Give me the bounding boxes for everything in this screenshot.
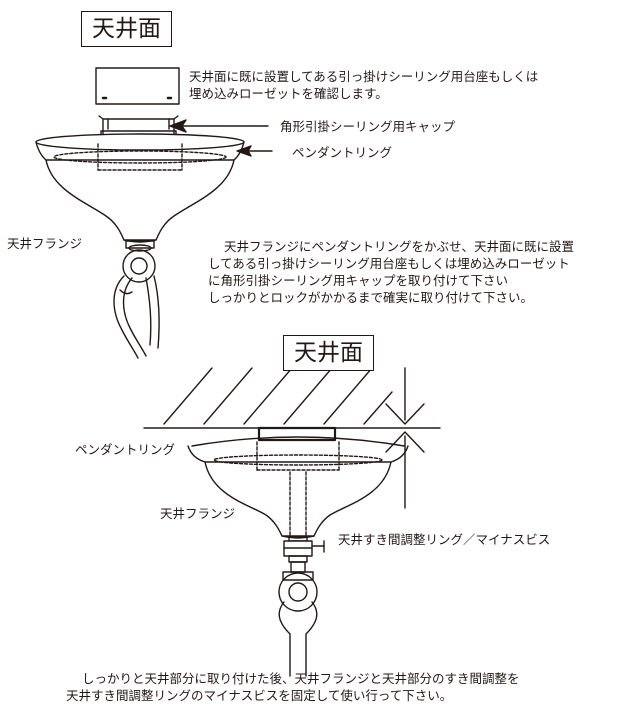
top-pointer-arrows: [169, 119, 273, 157]
instruction-line4: しっかりとロックがかかるまで確実に取り付けて下さい。: [208, 290, 534, 305]
label-ceiling-flange-bottom: 天井フランジ: [160, 506, 236, 521]
ceiling-surface: [143, 367, 441, 429]
label-pendant-ring-bottom: ペンダントリング: [75, 442, 176, 457]
gap-arrows: [385, 367, 425, 509]
bottom-pendant-ring: [187, 426, 409, 471]
top-ceiling-heading: 天井面: [81, 11, 172, 47]
instruction-line1: 天井フランジにペンダントリングをかぶせ、天井面に既に設置: [224, 239, 575, 254]
footer-line1: しっかりと天井部分に取り付けた後、天井フランジと天井部分のすき間調整を: [82, 671, 520, 686]
top-ceiling-flange: [45, 159, 235, 243]
label-gap-ring-screw: 天井すき間調整リング／マイナスビス: [338, 532, 551, 547]
bottom-hook-and-cord: [278, 571, 318, 677]
ceiling-rosette-base: [95, 67, 180, 105]
label-ceiling-flange-top: 天井フランジ: [7, 236, 83, 251]
top-description-line1: 天井面に既に設置してある引っ掛けシーリング用台座もしくは: [189, 69, 539, 84]
instruction-line2: してある引っ掛けシーリング用台座もしくは埋め込みローゼット: [208, 256, 570, 271]
instruction-line3: に角形引掛シーリング用キャップを取り付けて下さい: [208, 273, 509, 288]
label-pendant-ring-top: ペンダントリング: [292, 145, 393, 160]
bottom-ceiling-flange: [204, 461, 392, 539]
gap-adjust-ring-and-screw: [283, 536, 325, 573]
footer-line2: 天井すき間調整リングのマイナスビスを固定して使い行って下さい。: [66, 688, 453, 703]
bottom-ceiling-heading: 天井面: [283, 335, 374, 371]
top-description-line2: 埋め込みローゼットを確認します。: [189, 86, 388, 101]
top-pendant-ring: [35, 133, 245, 171]
label-square-cap: 角形引掛シーリング用キャップ: [280, 119, 456, 134]
top-hook-and-cords: [113, 240, 160, 359]
